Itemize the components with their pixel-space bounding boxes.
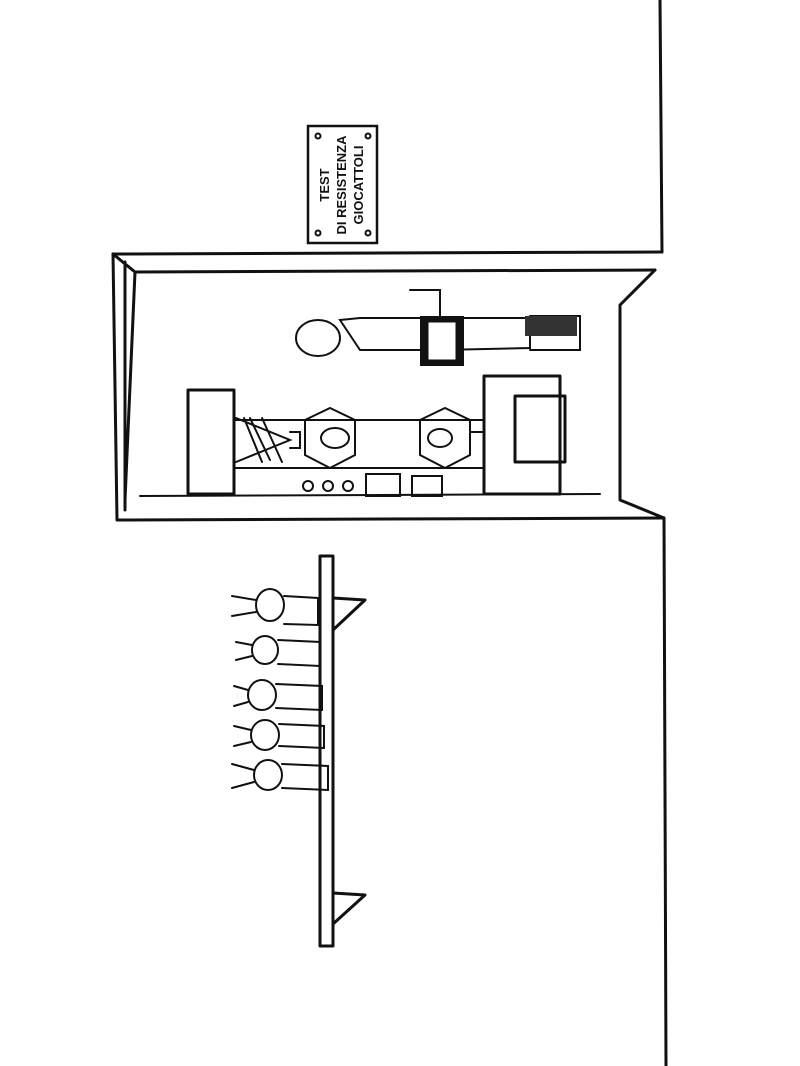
testing-machine [186, 374, 567, 497]
bunny-icon [233, 679, 323, 712]
control-box [513, 394, 567, 464]
bunny-in-machine-icon [320, 427, 350, 449]
scientist [295, 289, 581, 366]
clamp-top [304, 406, 356, 470]
bunny-toys [231, 588, 329, 792]
bunny-icon [231, 759, 329, 792]
shelf [318, 554, 367, 948]
sign-line-3: GIOCATTOLI [351, 146, 366, 225]
wall-edge-bottom [662, 516, 668, 1066]
sign-line-1: TEST [317, 168, 332, 201]
sign: TEST DI RESISTENZA GIOCATTOLI [306, 124, 379, 245]
wall-edge-top [658, 0, 664, 254]
bunny-icon [235, 635, 321, 668]
bunny-icon [233, 719, 325, 751]
sign-line-2: DI RESISTENZA [334, 135, 349, 235]
clamp-bottom [419, 406, 471, 470]
doorway [111, 250, 666, 522]
bunny-icon [231, 588, 319, 627]
